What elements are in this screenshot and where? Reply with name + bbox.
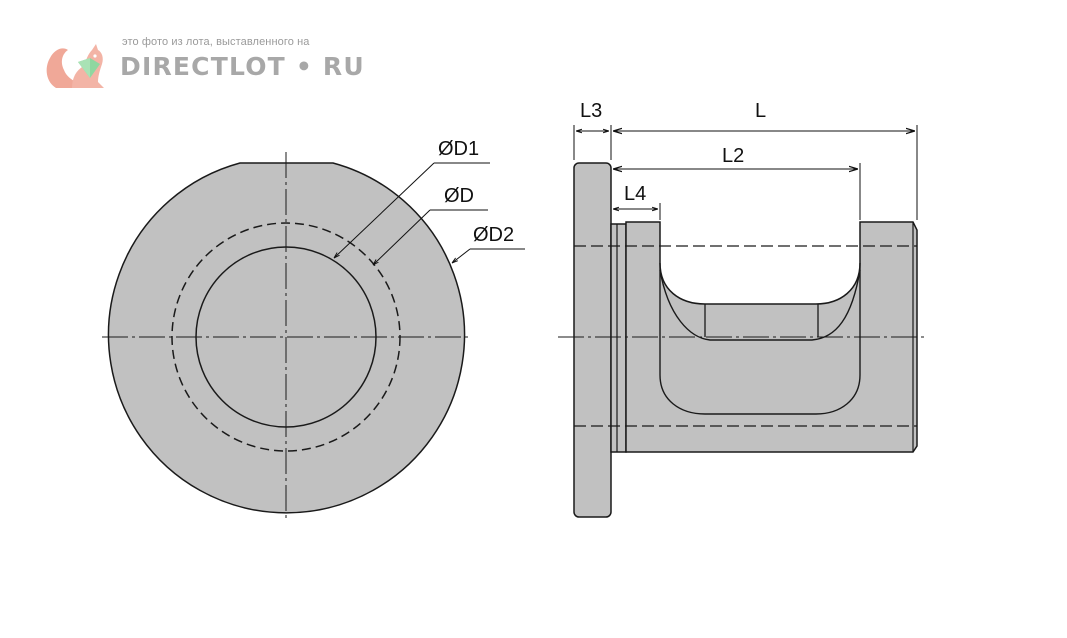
l4-label: L4 xyxy=(624,183,646,205)
front-view: ØD1 ØD ØD2 xyxy=(102,138,525,520)
squirrel-logo-icon xyxy=(42,38,112,94)
d2-label: ØD2 xyxy=(473,224,514,246)
d1-label: ØD1 xyxy=(438,138,479,160)
d-label: ØD xyxy=(444,185,474,207)
d2-leader xyxy=(452,248,471,263)
l3-label: L3 xyxy=(580,100,602,122)
slot-floor-fillet xyxy=(659,269,861,341)
slot-inner-profile xyxy=(659,263,861,415)
d1-leader xyxy=(334,162,435,258)
main-body xyxy=(625,221,918,453)
side-view: L3 L L2 L4 xyxy=(558,100,928,518)
watermark-brand: DIRECTLOT • RU xyxy=(120,52,365,81)
watermark-caption: это фото из лота, выставленного на xyxy=(122,36,310,48)
l-label: L xyxy=(755,100,766,122)
d-leader xyxy=(373,209,431,265)
flange-body xyxy=(573,162,612,518)
neck-body xyxy=(610,223,627,453)
l2-label: L2 xyxy=(722,145,744,167)
